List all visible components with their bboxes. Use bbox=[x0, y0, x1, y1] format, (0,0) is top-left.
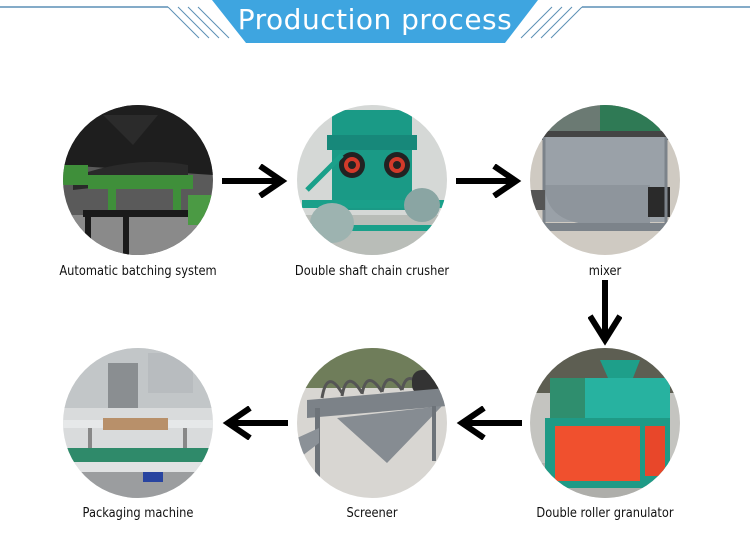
step-1-label: Automatic batching system bbox=[59, 264, 217, 279]
step-2-image bbox=[297, 105, 447, 255]
step-5-image bbox=[297, 348, 447, 498]
arrow-right-icon bbox=[222, 164, 288, 198]
roller-granulator-photo-icon bbox=[530, 348, 680, 498]
arrow-left-icon bbox=[222, 406, 288, 440]
step-5-label: Screener bbox=[346, 506, 398, 521]
arrow-left-icon bbox=[456, 406, 522, 440]
mixer-photo-icon bbox=[530, 105, 680, 255]
step-4-image bbox=[530, 348, 680, 498]
step-3-image bbox=[530, 105, 680, 255]
header-banner: Production process bbox=[0, 0, 750, 50]
step-6-image bbox=[63, 348, 213, 498]
packaging-machine-photo-icon bbox=[63, 348, 213, 498]
step-4-label: Double roller granulator bbox=[536, 506, 674, 521]
page-title: Production process bbox=[237, 3, 513, 36]
step-1-image bbox=[63, 105, 213, 255]
banner-graphic bbox=[0, 0, 750, 43]
chain-crusher-photo-icon bbox=[297, 105, 447, 255]
screener-photo-icon bbox=[297, 348, 447, 498]
step-3-label: mixer bbox=[588, 264, 622, 279]
arrow-down-icon bbox=[588, 280, 622, 346]
batching-system-photo-icon bbox=[63, 105, 213, 255]
step-6-label: Packaging machine bbox=[82, 506, 194, 521]
step-2-label: Double shaft chain crusher bbox=[294, 264, 450, 279]
arrow-right-icon bbox=[456, 164, 522, 198]
